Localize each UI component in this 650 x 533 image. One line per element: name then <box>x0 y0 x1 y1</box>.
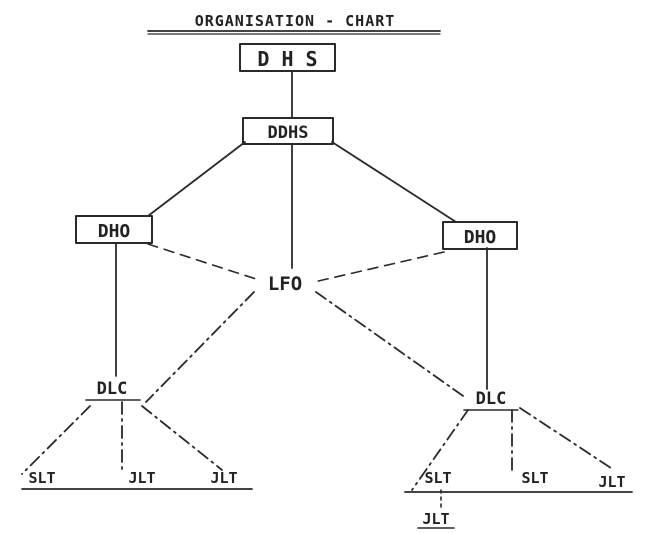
node-right-slt-2: SLT <box>521 469 548 487</box>
dash-dho-right-lfo <box>313 251 445 283</box>
node-box-dho-left <box>75 215 153 244</box>
node-left-jlt-1: JLT <box>128 469 155 487</box>
node-right-jlt-2: JLT <box>422 510 449 528</box>
node-dho-right: DHO <box>464 227 497 248</box>
dashdot-dlc-left-jlt-2 <box>141 405 223 471</box>
node-box-dho-right <box>442 221 518 250</box>
line-ddhs-dho-right <box>331 141 457 223</box>
node-lfo: LFO <box>268 273 302 295</box>
dashdot-dlc-left-slt <box>21 405 91 475</box>
dash-dho-left-lfo <box>147 243 257 280</box>
line-ddhs-dho-left <box>147 141 246 217</box>
node-dho-left: DHO <box>98 221 131 242</box>
node-right-slt-1: SLT <box>424 469 451 487</box>
node-dlc-left: DLC <box>97 379 128 399</box>
node-box-dhs <box>239 43 336 72</box>
node-dhs: D H S <box>257 47 317 71</box>
node-left-jlt-2: JLT <box>210 469 237 487</box>
node-dlc-right: DLC <box>476 389 507 409</box>
node-box-ddhs <box>242 117 334 145</box>
dashdot-dlc-right-jlt <box>519 407 615 471</box>
dashdot-lfo-dlc-left <box>145 291 255 403</box>
chart-title: ORGANISATION - CHART <box>195 12 396 30</box>
node-ddhs: DDHS <box>268 123 309 143</box>
dashdot-lfo-dlc-right <box>315 291 467 399</box>
node-left-slt: SLT <box>28 469 55 487</box>
node-right-jlt-1: JLT <box>598 473 625 491</box>
dashdot-dlc-right-slt-1 <box>411 409 469 491</box>
